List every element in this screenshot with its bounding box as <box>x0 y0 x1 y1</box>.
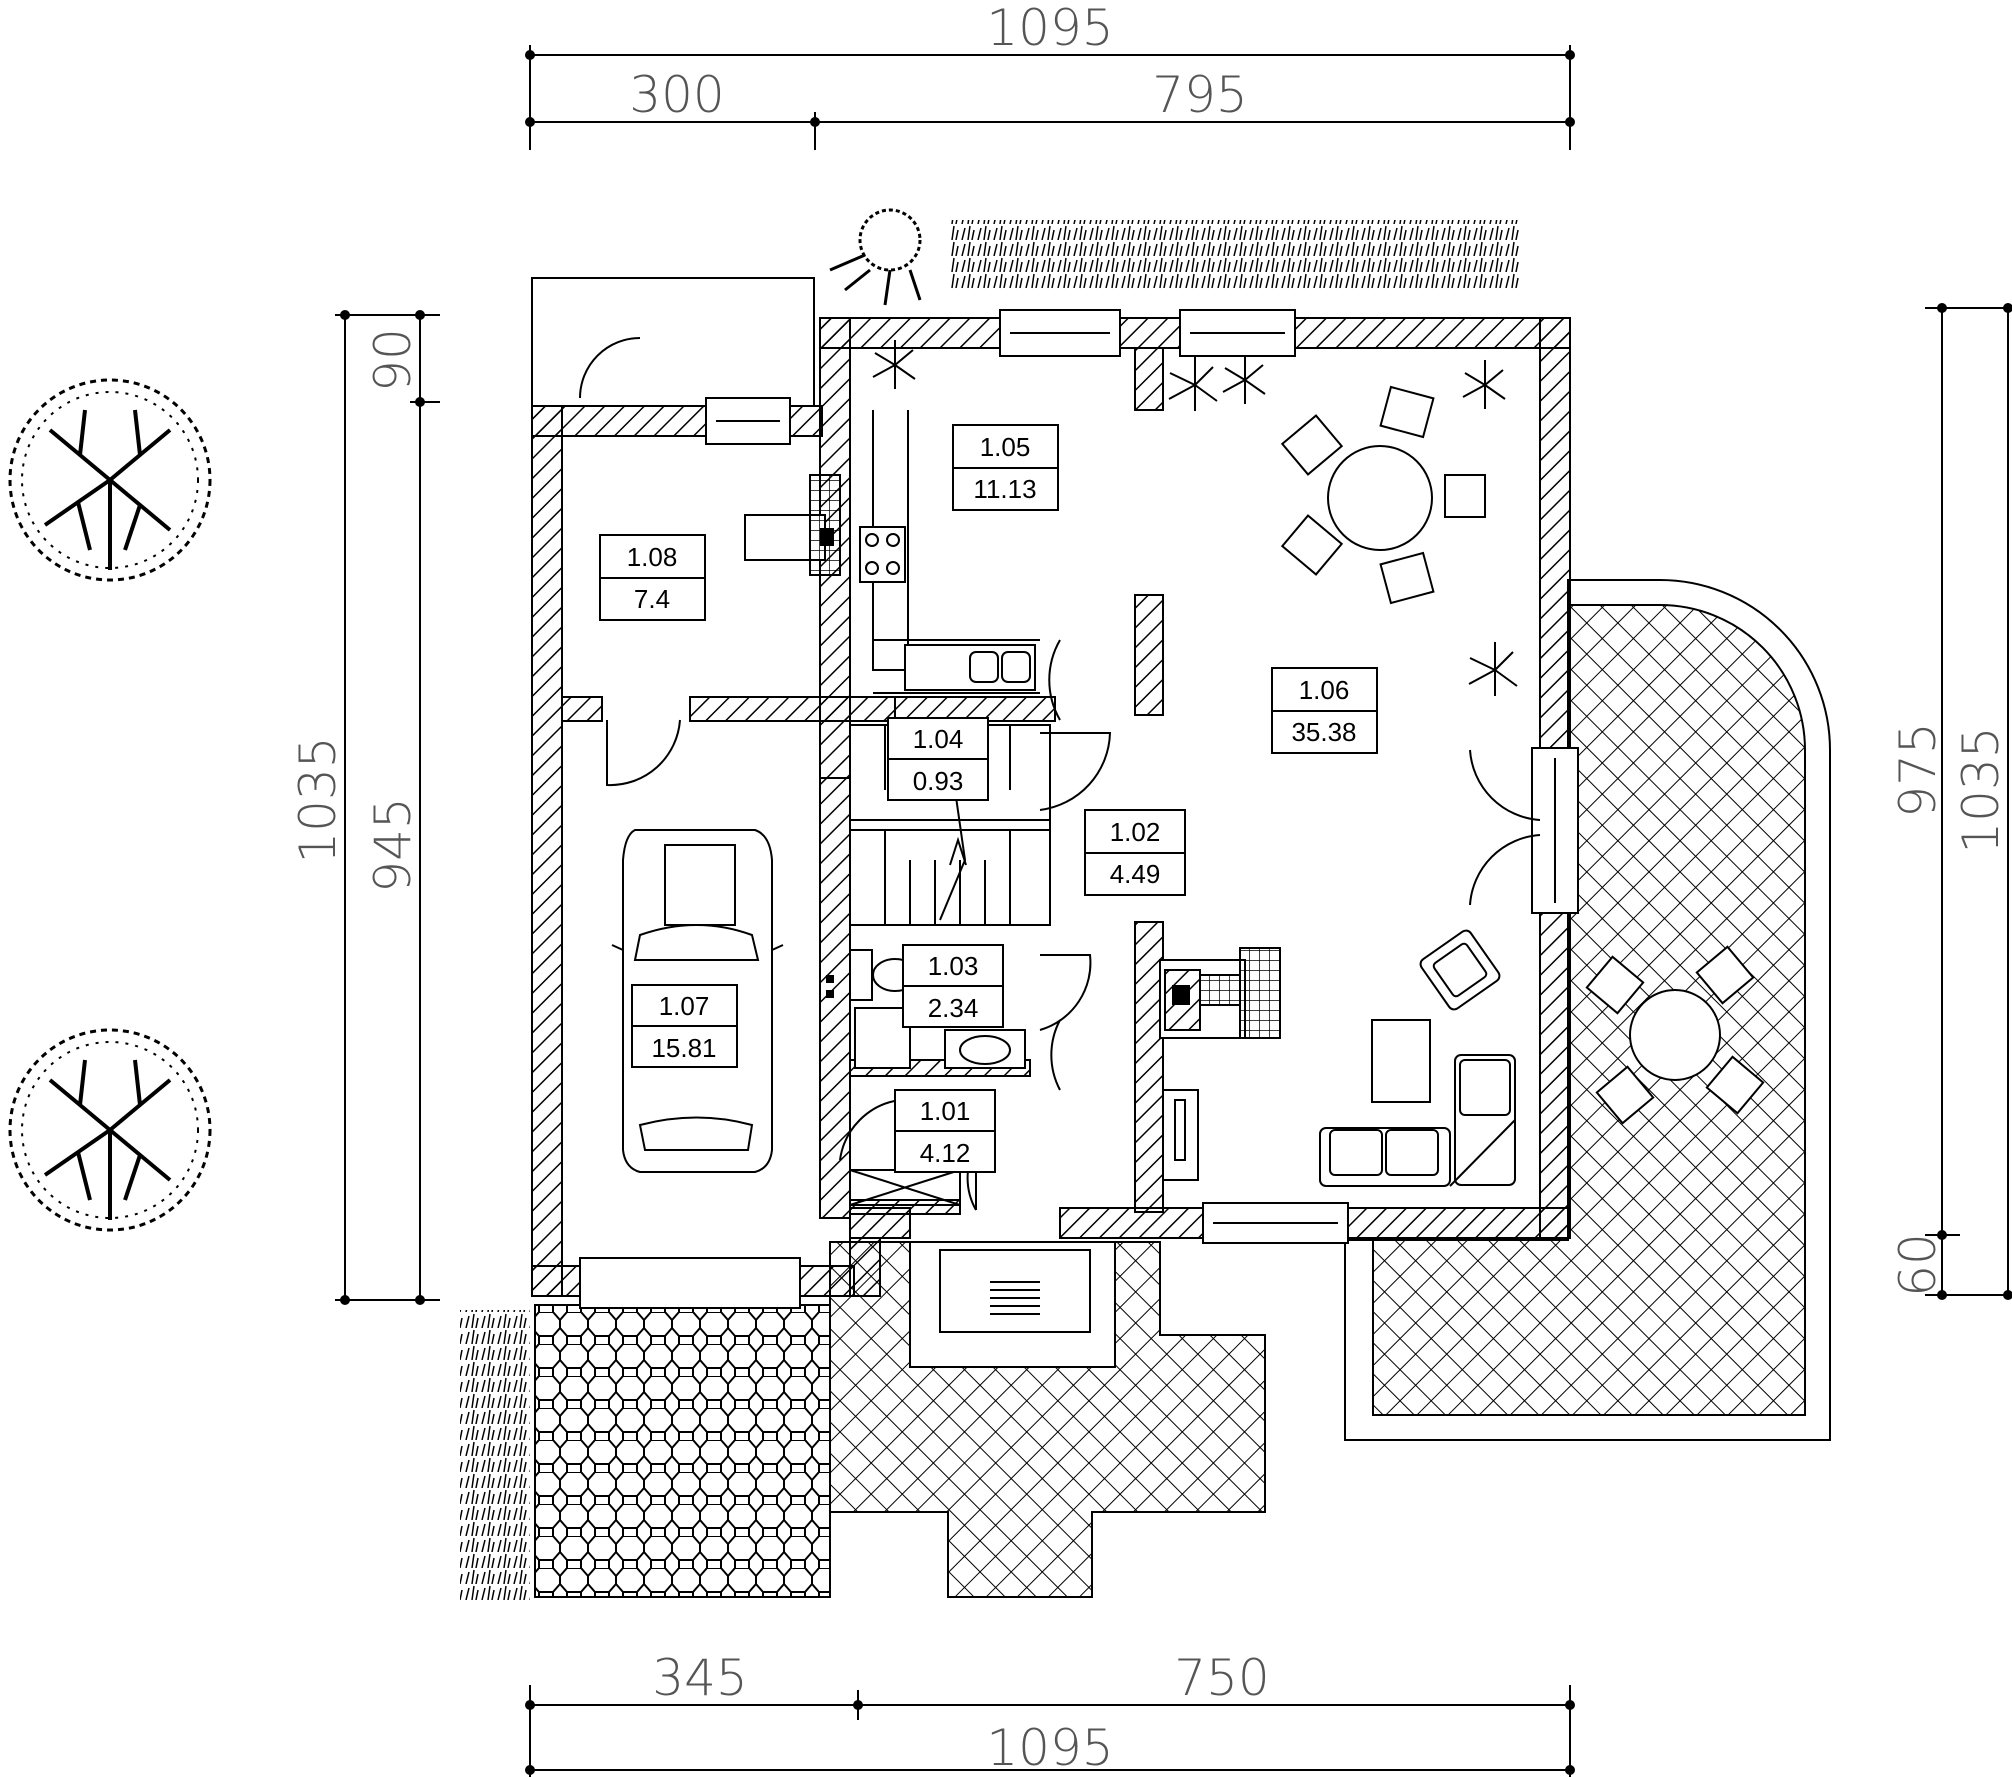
tv-icon <box>1162 1089 1199 1181</box>
room-area: 11.13 <box>973 474 1036 504</box>
room-label-1.06: 1.06 35.38 <box>1271 667 1378 754</box>
canopy-door-swing <box>579 337 641 399</box>
washbasin-icon <box>944 1029 1026 1069</box>
dimension-right <box>1925 307 2012 1296</box>
room-id: 1.02 <box>1110 817 1161 847</box>
fireplace-icon <box>1159 947 1281 1039</box>
room-area: 7.4 <box>634 584 670 614</box>
room-area: 15.81 <box>651 1033 716 1063</box>
terrace-outline <box>1344 579 1831 1441</box>
room-area: 4.12 <box>920 1138 971 1168</box>
room-label-1.07: 1.07 15.81 <box>631 984 738 1068</box>
door-swings <box>606 639 1541 1211</box>
room-id: 1.08 <box>627 542 678 572</box>
tree-icon <box>8 1028 212 1232</box>
dim-left-top: 90 <box>364 328 422 392</box>
hedge <box>950 220 1520 290</box>
room-label-1.08: 1.08 7.4 <box>599 534 706 621</box>
room-id: 1.07 <box>659 991 710 1021</box>
room-area: 0.93 <box>913 766 964 796</box>
cobble-path <box>534 1304 831 1598</box>
plant-icon <box>872 340 1518 696</box>
car-icon <box>611 829 784 1173</box>
garage-canopy <box>531 277 815 407</box>
chimney <box>809 474 841 576</box>
dim-bottom-total: 1095 <box>986 1719 1113 1777</box>
sofa-icon <box>1319 1054 1516 1187</box>
hedge-left <box>460 1310 530 1600</box>
dim-bottom-left: 345 <box>652 1649 747 1707</box>
garage-door <box>579 1257 801 1309</box>
terrace-table-icon <box>1585 945 1765 1125</box>
tree-icon <box>8 378 212 582</box>
room-label-1.01: 1.01 4.12 <box>894 1089 996 1173</box>
room-label-1.03: 1.03 2.34 <box>902 944 1004 1028</box>
room-id: 1.06 <box>1299 675 1350 705</box>
dim-left-total: 1035 <box>289 736 347 863</box>
dim-bottom-right: 750 <box>1174 1649 1269 1707</box>
doormat-icon <box>990 1281 1040 1315</box>
room-id: 1.04 <box>913 724 964 754</box>
shower-icon <box>854 1007 911 1069</box>
dim-right-main: 975 <box>1889 722 1947 817</box>
room-id: 1.05 <box>980 432 1031 462</box>
dim-right-total: 1035 <box>1952 726 2010 853</box>
shrub-icon <box>829 208 922 306</box>
dim-top-right: 795 <box>1152 66 1247 124</box>
room-label-1.02: 1.02 4.49 <box>1084 809 1186 896</box>
room-label-1.04: 1.04 0.93 <box>887 717 989 801</box>
room-area: 4.49 <box>1110 859 1161 889</box>
terrace-paving <box>1372 604 1806 1416</box>
dimension-top <box>529 45 1571 150</box>
room-label-1.05: 1.05 11.13 <box>952 424 1059 511</box>
room-area: 2.34 <box>928 993 979 1023</box>
sink-icon <box>904 644 1036 691</box>
dim-top-left: 300 <box>629 66 724 124</box>
room-id: 1.03 <box>928 951 979 981</box>
dimension-bottom <box>529 1685 1571 1777</box>
dining-table-icon <box>1280 385 1486 605</box>
coffee-table-icon <box>1371 1019 1431 1103</box>
dim-left-main: 945 <box>364 797 422 892</box>
dim-top-total: 1095 <box>986 0 1113 57</box>
dim-right-bottom: 60 <box>1889 1233 1947 1297</box>
stove-icon <box>859 526 906 583</box>
room-area: 35.38 <box>1291 717 1356 747</box>
room-id: 1.01 <box>920 1096 971 1126</box>
armchair-icon <box>1419 929 1501 1011</box>
